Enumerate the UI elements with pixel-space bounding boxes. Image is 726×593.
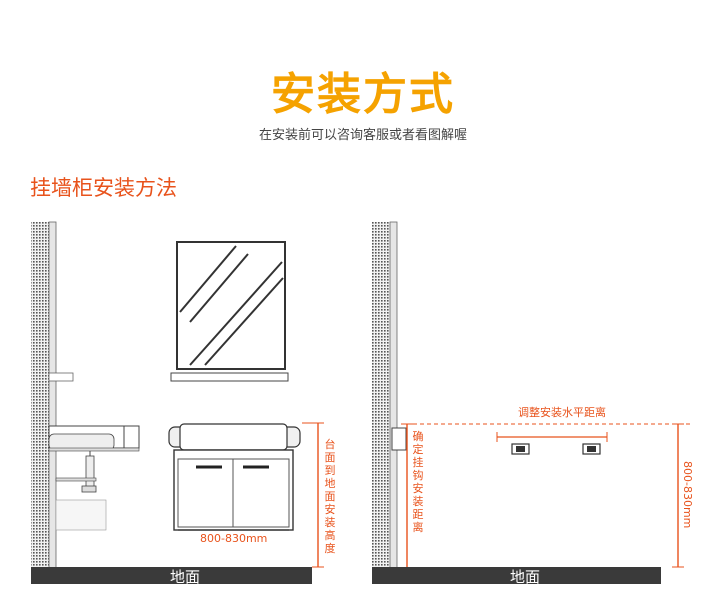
left-vertical-label: 台面到地面安装高度	[324, 438, 336, 555]
right-height-dimension	[672, 423, 684, 568]
right-tiled-wall	[372, 222, 390, 570]
front-view-vanity	[168, 423, 301, 531]
left-wall-face	[48, 221, 57, 571]
right-vertical-label: 确定挂钩安装距离	[412, 430, 424, 534]
left-measure-text: 800-830mm	[200, 532, 267, 545]
mirror-shelf	[170, 372, 289, 382]
horizontal-distance-dimension	[496, 432, 608, 442]
hook-distance-dimension	[401, 423, 413, 567]
wall-hook	[391, 427, 407, 451]
right-wall-face	[389, 221, 398, 571]
side-view-vanity	[48, 425, 140, 531]
left-height-dimension	[302, 422, 324, 568]
horizontal-distance-label: 调整安装水平距离	[518, 405, 606, 419]
wall-shelf	[48, 372, 74, 382]
mirror	[176, 241, 286, 370]
right-floor-label: 地面	[510, 568, 541, 586]
left-tiled-wall	[31, 222, 49, 570]
hook-left	[511, 443, 530, 455]
right-floor	[372, 567, 661, 584]
section-title: 挂墙柜安装方法	[30, 176, 177, 200]
hook-right	[582, 443, 601, 455]
page-subtitle: 在安装前可以咨询客服或者看图解喔	[258, 128, 467, 143]
left-floor-label: 地面	[170, 568, 201, 586]
left-floor	[31, 567, 312, 584]
right-measure-text: 800-830mm	[681, 461, 694, 528]
page-title: 安装方式	[271, 69, 455, 120]
